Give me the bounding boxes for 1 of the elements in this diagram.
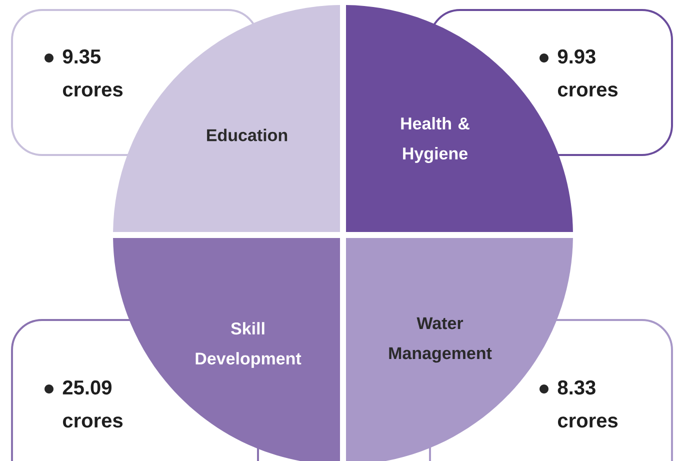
- amount-text: 9.93 crores: [558, 49, 618, 97]
